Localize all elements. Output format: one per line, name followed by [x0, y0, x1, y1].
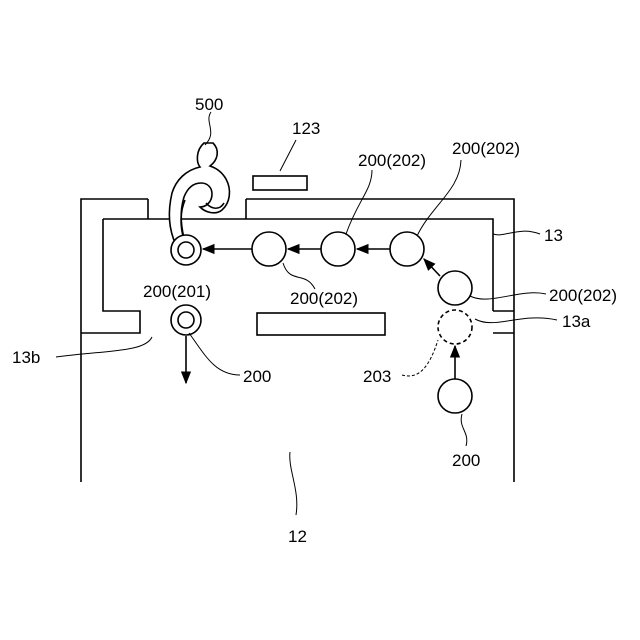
label-13b: 13b	[12, 348, 40, 367]
roller-200-202-side	[438, 271, 472, 305]
label-13: 13	[544, 226, 563, 245]
label-200-exit: 200	[243, 367, 271, 386]
label-12: 12	[288, 527, 307, 546]
component-123	[253, 176, 307, 190]
roller-200-entry	[438, 379, 472, 413]
flow-arrows	[203, 249, 455, 379]
label-200-202-b: 200(202)	[452, 139, 520, 158]
roller-200-202-queue-3	[390, 232, 424, 266]
roller-200-201	[171, 235, 201, 265]
label-203: 203	[363, 367, 391, 386]
roller-200-202-queue-1	[252, 232, 286, 266]
internal-plate	[257, 313, 385, 335]
roller-200-202-queue-2	[321, 232, 355, 266]
label-200-202-a: 200(202)	[358, 151, 426, 170]
label-200-entry: 200	[452, 451, 480, 470]
label-200-201: 200(201)	[143, 282, 211, 301]
label-500: 500	[195, 95, 223, 114]
label-200-202-d: 200(202)	[549, 286, 617, 305]
roller-203-dashed	[438, 310, 472, 344]
label-200-202-c: 200(202)	[290, 289, 358, 308]
label-13a: 13a	[562, 312, 591, 331]
label-123: 123	[292, 119, 320, 138]
roller-200-exit	[171, 305, 201, 335]
robot-hand-500	[169, 143, 229, 245]
